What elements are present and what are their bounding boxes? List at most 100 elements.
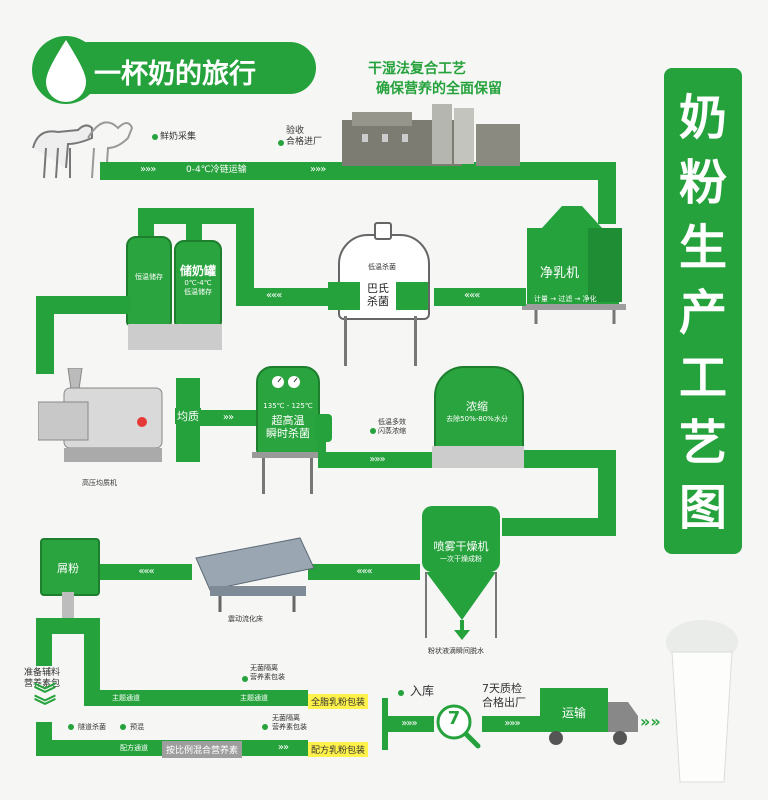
concentrator-base xyxy=(432,446,524,468)
label-formula-channel: 配方通道 xyxy=(120,744,148,752)
label-seven-days: 7天质检 合格出厂 xyxy=(482,682,526,709)
side-title: 奶粉生产工艺图 xyxy=(664,86,742,541)
powder-stand xyxy=(62,592,74,618)
milk-glass-icon xyxy=(666,620,738,783)
storage-base xyxy=(128,324,222,350)
pipe-whole-down xyxy=(382,698,388,732)
pipe-main-channel: 主题通道 主题通道 xyxy=(84,690,308,706)
marker-fresh-milk xyxy=(152,134,158,140)
pipe-whole-to-storage: »»» xyxy=(384,716,434,732)
pipe-storage-into-b xyxy=(186,208,202,242)
uht-leg-1 xyxy=(262,458,265,494)
label-tank-b-sub: 0℃-4℃ 低温储存 xyxy=(184,279,212,296)
label-fresh-milk: 鲜奶采集 xyxy=(160,132,197,142)
label-tank-a-sub: 恒温储存 xyxy=(135,273,163,281)
side-title-panel xyxy=(664,68,742,554)
pipe-formula-up xyxy=(382,732,388,750)
label-dryer-note: 粉状液滴瞬间脱水 xyxy=(428,647,484,655)
storage-tank-b: 储奶罐 0℃-4℃ 低温储存 xyxy=(174,240,222,326)
pasteur-leg-1 xyxy=(344,316,347,366)
label-sterile-1: 隧道杀菌 xyxy=(78,723,106,731)
marker-sterile-1 xyxy=(68,724,74,730)
homogenizer-machine xyxy=(38,368,163,462)
marker-sterile-3 xyxy=(262,724,268,730)
marker-storage xyxy=(398,690,404,696)
side-title-char: 图 xyxy=(678,480,727,536)
formula-pack-badge: 配方乳粉包装 xyxy=(308,742,369,757)
powder-bin xyxy=(40,538,100,596)
pipe-formula-to-pack: »» xyxy=(258,740,308,756)
pipe-conc-to-dryer xyxy=(502,518,616,536)
storage-tank-a: 恒温储存 xyxy=(126,236,172,326)
uht-leg-2 xyxy=(310,458,313,494)
label-storage: 入库 xyxy=(410,684,435,698)
uht-base xyxy=(252,452,322,458)
pipe-dryer-to-fluid: ««« xyxy=(308,564,420,580)
label-spray-dryer-sub: 一次干燥成粉 xyxy=(440,555,482,563)
label-homogenize: 均质 xyxy=(175,408,201,424)
pipe-uht-to-conc: »»» xyxy=(318,452,436,468)
label-pasteur-main: 巴氏 杀菌 xyxy=(360,282,396,310)
label-main-channel-1: 主题通道 xyxy=(112,694,140,702)
uht-side-tank xyxy=(314,414,332,442)
pipe-homo-to-uht: »» xyxy=(200,410,256,426)
pipe-pasteur-to-storage: ««« xyxy=(236,288,332,306)
pipe-conc-down xyxy=(598,450,616,536)
subtitle-line-1: 干湿法复合工艺 xyxy=(368,61,466,77)
pasteurizer-valve xyxy=(374,222,392,240)
label-fluid-bed: 震动流化床 xyxy=(228,615,263,623)
fluid-bed-machine xyxy=(195,537,315,612)
label-uht-temp: 135℃ - 125℃ xyxy=(263,402,313,410)
marker-lowtemp xyxy=(370,428,376,434)
label-sterile-2: 预混 xyxy=(130,723,144,731)
pipe-formula-left xyxy=(36,618,52,666)
pipe-storage-left xyxy=(36,296,130,314)
truck-icon xyxy=(540,688,638,745)
side-title-char: 粉 xyxy=(678,155,727,211)
label-homogenizer: 高压均质机 xyxy=(82,479,117,487)
magnifier-icon xyxy=(436,704,481,749)
side-title-char: 生 xyxy=(678,220,727,276)
side-title-char: 奶 xyxy=(678,90,727,146)
pipe-main-left xyxy=(84,618,100,690)
pipe-storage-up xyxy=(236,214,254,306)
goat-camel-icon xyxy=(32,121,134,179)
marker-inspection xyxy=(278,140,284,146)
milk-drop-icon xyxy=(46,40,86,102)
marker-sterile xyxy=(242,676,248,682)
label-transport: 运输 xyxy=(561,706,586,720)
pipe-left-down xyxy=(36,296,54,374)
marker-sterile-2 xyxy=(120,724,126,730)
label-concentrate-sub: 去除50%-80%水分 xyxy=(446,415,508,423)
pipe-clarifier-to-pasteur: ««« xyxy=(434,288,526,306)
pipe-fluid-to-powder: ««« xyxy=(100,564,192,580)
side-title-char: 工 xyxy=(678,350,727,406)
page-title: 一杯奶的旅行 xyxy=(94,59,256,90)
label-aux-prep: 准备辅料 营养素包 xyxy=(24,668,61,689)
side-title-char: 艺 xyxy=(678,415,727,471)
label-sterile: 无菌隔离 营养素包装 xyxy=(250,664,285,681)
uht-tank xyxy=(256,366,320,454)
pipe-conc-right xyxy=(524,450,616,468)
label-uht-main: 超高温 瞬时杀菌 xyxy=(266,414,310,440)
whole-milk-pack-badge: 全脂乳粉包装 xyxy=(308,694,369,709)
label-clarifier-sub: 计量 → 过滤 → 净化 xyxy=(534,295,597,303)
side-title-char: 产 xyxy=(678,285,727,341)
chevrons-aux: ︾︾ xyxy=(34,683,57,720)
label-tank-b-title: 储奶罐 xyxy=(179,264,216,278)
pipe-cold-chain: »»» 0-4℃冷链运输 »»» xyxy=(100,162,615,180)
label-lowtemp: 低温多效 闪蒸浓缩 xyxy=(378,418,406,435)
label-inspection: 验收 合格进厂 xyxy=(286,126,323,147)
pipe-qc-to-transport: »»» xyxy=(482,716,542,732)
gauge-icon xyxy=(272,376,300,388)
subtitle-line-2: 确保营养的全面保留 xyxy=(376,81,502,97)
pipe-storage-into-a xyxy=(138,208,154,236)
label-cold-chain: 0-4℃冷链运输 xyxy=(186,165,247,175)
label-concentrate: 浓缩 xyxy=(466,400,488,413)
header-banner xyxy=(32,36,316,104)
label-spray-dryer: 喷雾干燥机 xyxy=(433,540,489,553)
label-main-channel-2: 主题通道 xyxy=(240,694,268,702)
label-powder: 屑粉 xyxy=(57,562,79,575)
pasteur-leg-2 xyxy=(414,316,417,366)
